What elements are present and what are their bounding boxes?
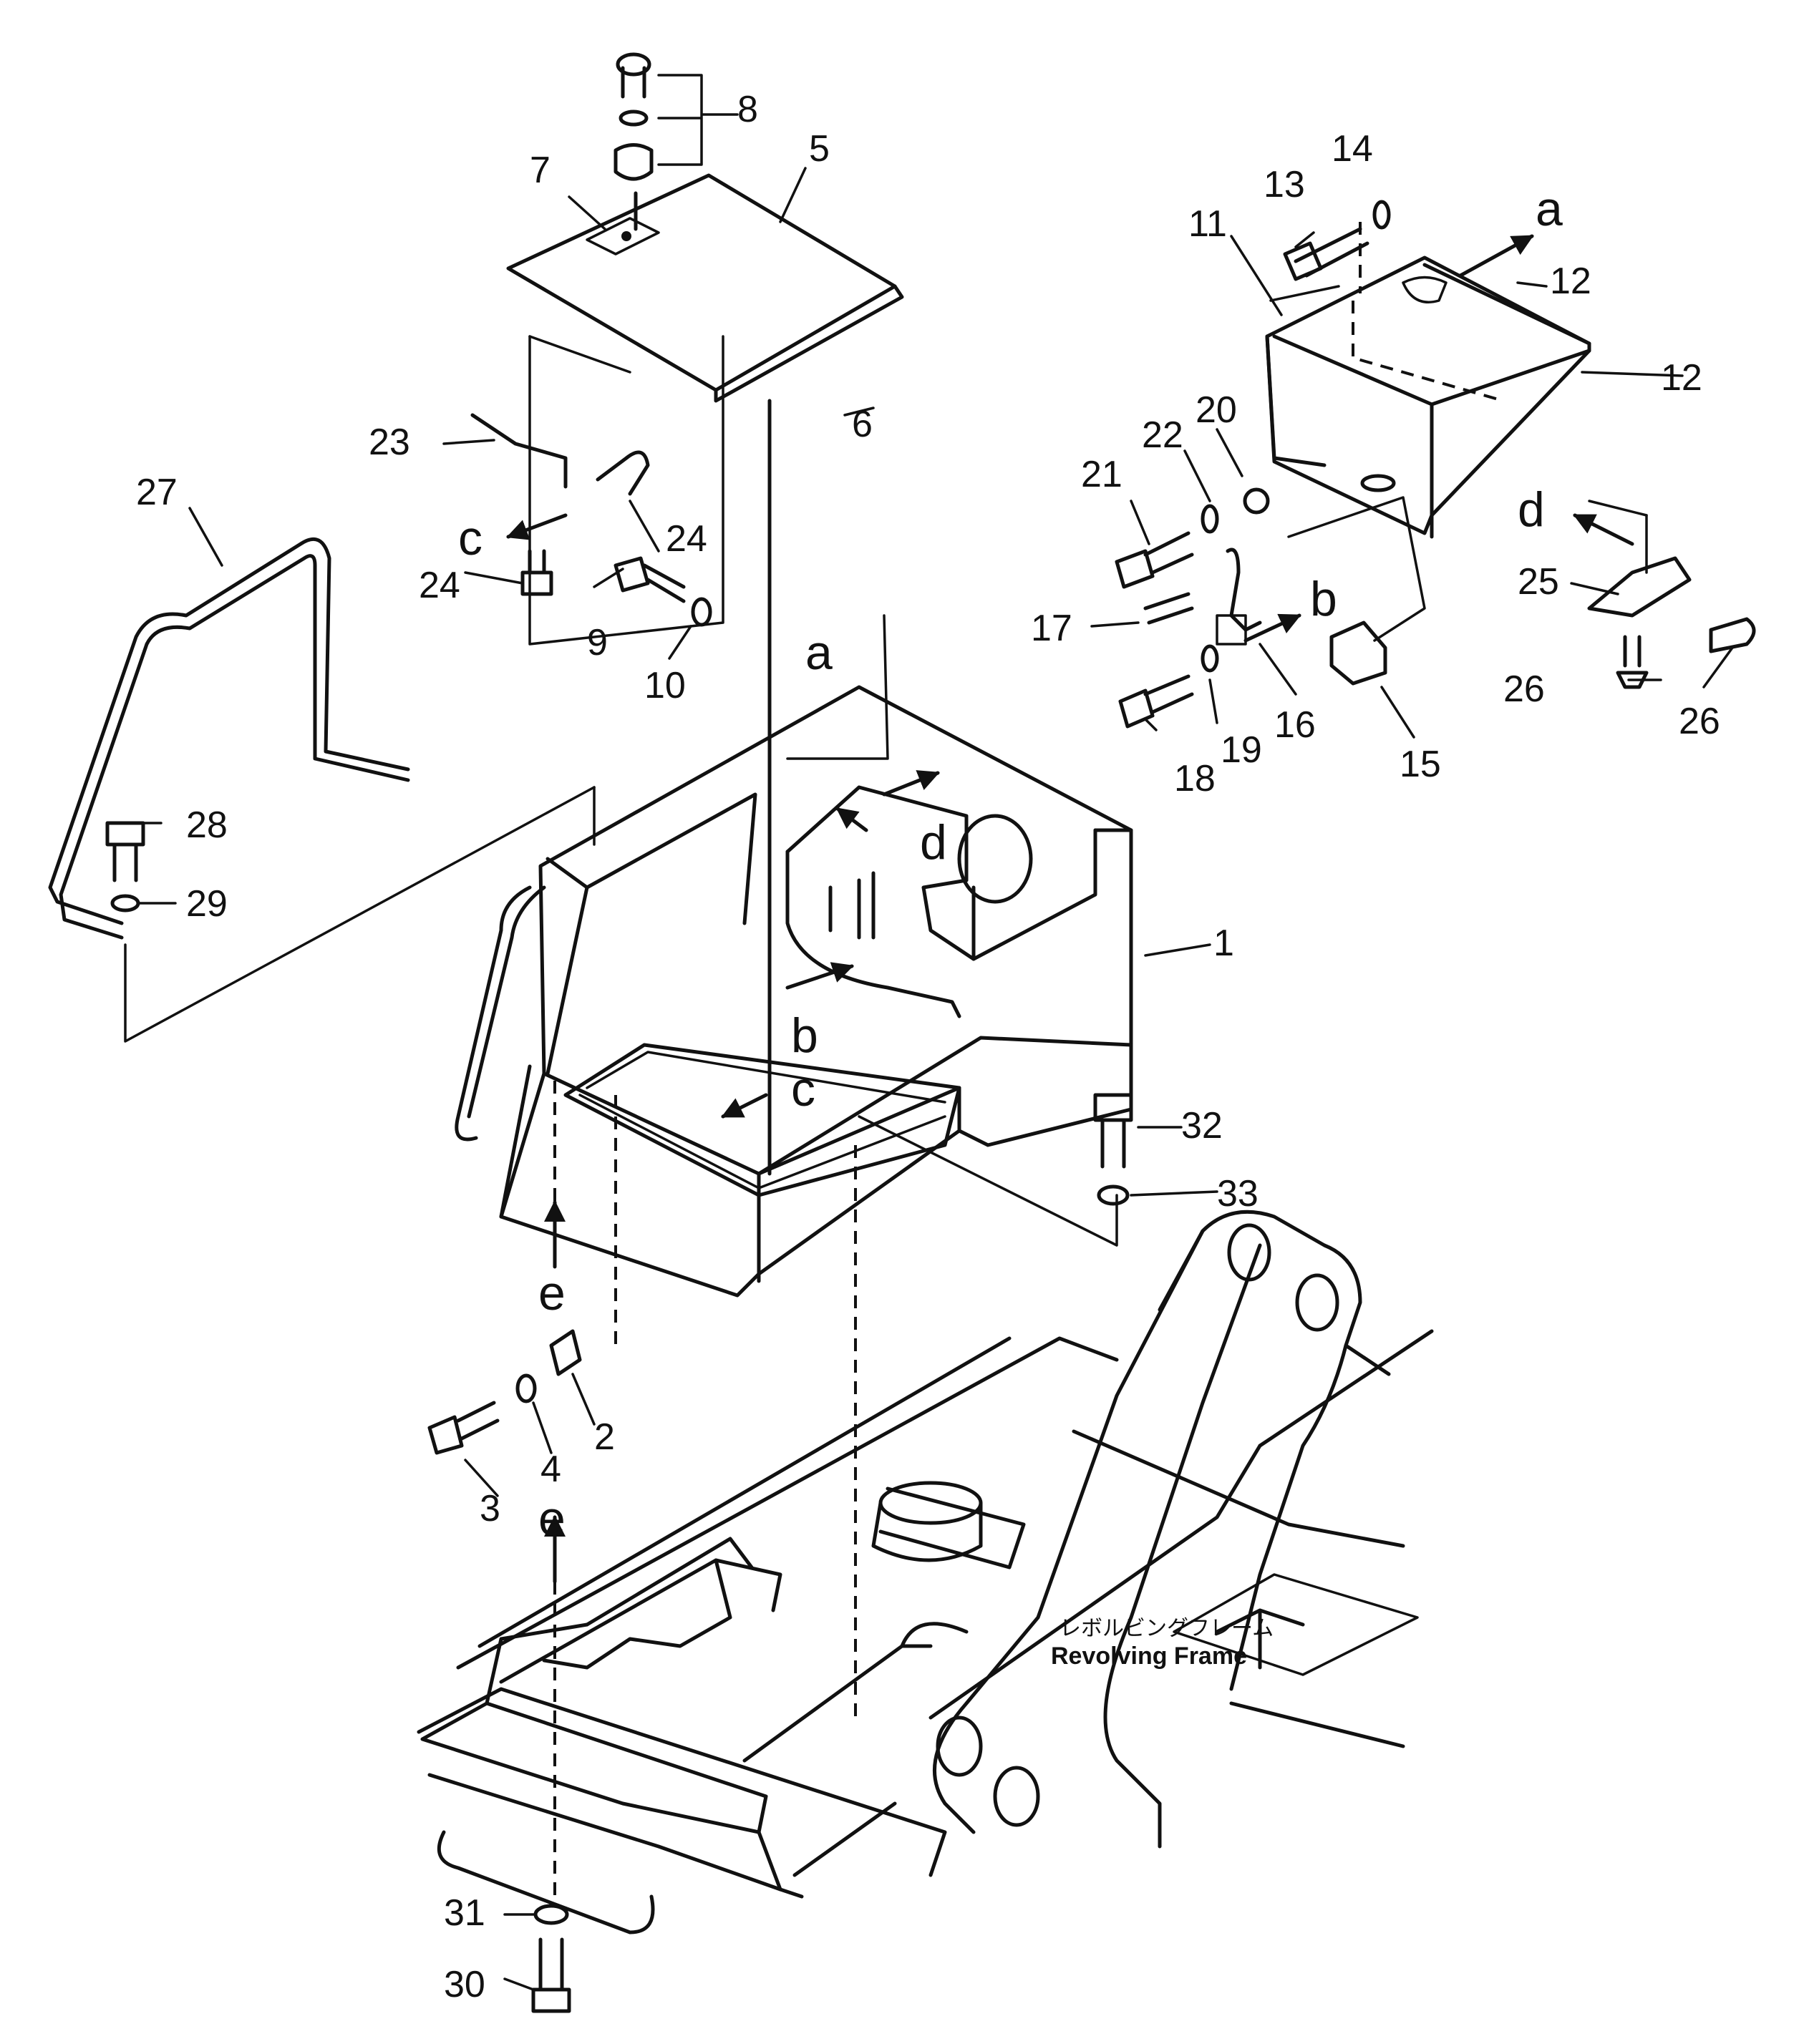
callout-9: 9: [587, 622, 608, 663]
callout-14: 14: [1332, 128, 1373, 170]
callout-21: 21: [1081, 454, 1122, 495]
assembly-lines: [124, 191, 1648, 1904]
battery-box-main: [455, 685, 1133, 1298]
callout-30: 30: [444, 1964, 485, 2005]
callout-25: 25: [1518, 561, 1559, 603]
ref-b-right: b: [1310, 572, 1337, 626]
callout-16: 16: [1274, 704, 1316, 746]
ref-a-right: a: [1536, 182, 1563, 236]
frame-caption-jp: レボルビングフレーム: [1059, 1616, 1274, 1641]
ref-a-box: a: [805, 626, 833, 680]
callout-28: 28: [186, 804, 228, 846]
callout-27: 27: [136, 472, 178, 513]
callout-29: 29: [186, 883, 228, 925]
callout-11: 11: [1188, 203, 1227, 245]
side-cover-11: [1265, 256, 1591, 539]
ref-c-box: c: [791, 1062, 815, 1116]
top-cover-5: [506, 173, 904, 403]
callout-12b: 12: [1661, 357, 1702, 399]
callout-7: 7: [530, 150, 551, 191]
callout-23: 23: [369, 422, 410, 463]
callout-33: 33: [1217, 1173, 1259, 1215]
ref-e-lower: e: [538, 1491, 566, 1546]
callout-15: 15: [1400, 744, 1441, 785]
callout-24b: 24: [419, 565, 460, 606]
rod-27: [48, 537, 410, 940]
callout-32: 32: [1181, 1105, 1223, 1147]
part-callouts: 1 2 3 4 5 6 7 8 9 10 11 12 12 13 14 15 1…: [136, 89, 1720, 2005]
callout-4: 4: [540, 1449, 561, 1490]
callout-8: 8: [737, 89, 758, 130]
callout-1: 1: [1213, 923, 1234, 964]
callout-24a: 24: [666, 518, 707, 560]
ref-c-latch: c: [458, 511, 483, 565]
revolving-frame: [417, 1210, 1434, 1934]
callout-19: 19: [1221, 729, 1262, 771]
callout-3: 3: [480, 1488, 500, 1529]
callout-26a: 26: [1503, 668, 1545, 710]
ref-e-upper: e: [538, 1266, 566, 1320]
frame-caption: レボルビングフレーム Revolving Frame: [1051, 1616, 1274, 1670]
ref-d-right: d: [1518, 482, 1545, 537]
frame-caption-en: Revolving Frame: [1051, 1642, 1247, 1670]
callout-10: 10: [644, 665, 686, 706]
callout-6: 6: [852, 404, 873, 445]
callout-5: 5: [809, 128, 830, 170]
callout-leaders: [138, 74, 1734, 1991]
callout-22: 22: [1142, 414, 1183, 456]
callout-2: 2: [594, 1416, 615, 1458]
callout-12a: 12: [1550, 261, 1591, 302]
reference-arrows: [506, 234, 1634, 1584]
callout-20: 20: [1196, 389, 1237, 431]
ref-b-box: b: [791, 1008, 818, 1063]
callout-17: 17: [1031, 608, 1072, 649]
callout-26b: 26: [1679, 701, 1720, 742]
callout-18: 18: [1174, 758, 1216, 799]
ref-d-box: d: [920, 815, 947, 870]
reference-letters: a a b b c c d d e e: [458, 182, 1563, 1546]
callout-31: 31: [444, 1892, 485, 1934]
callout-13: 13: [1264, 164, 1305, 205]
fasteners: [105, 52, 1756, 2013]
